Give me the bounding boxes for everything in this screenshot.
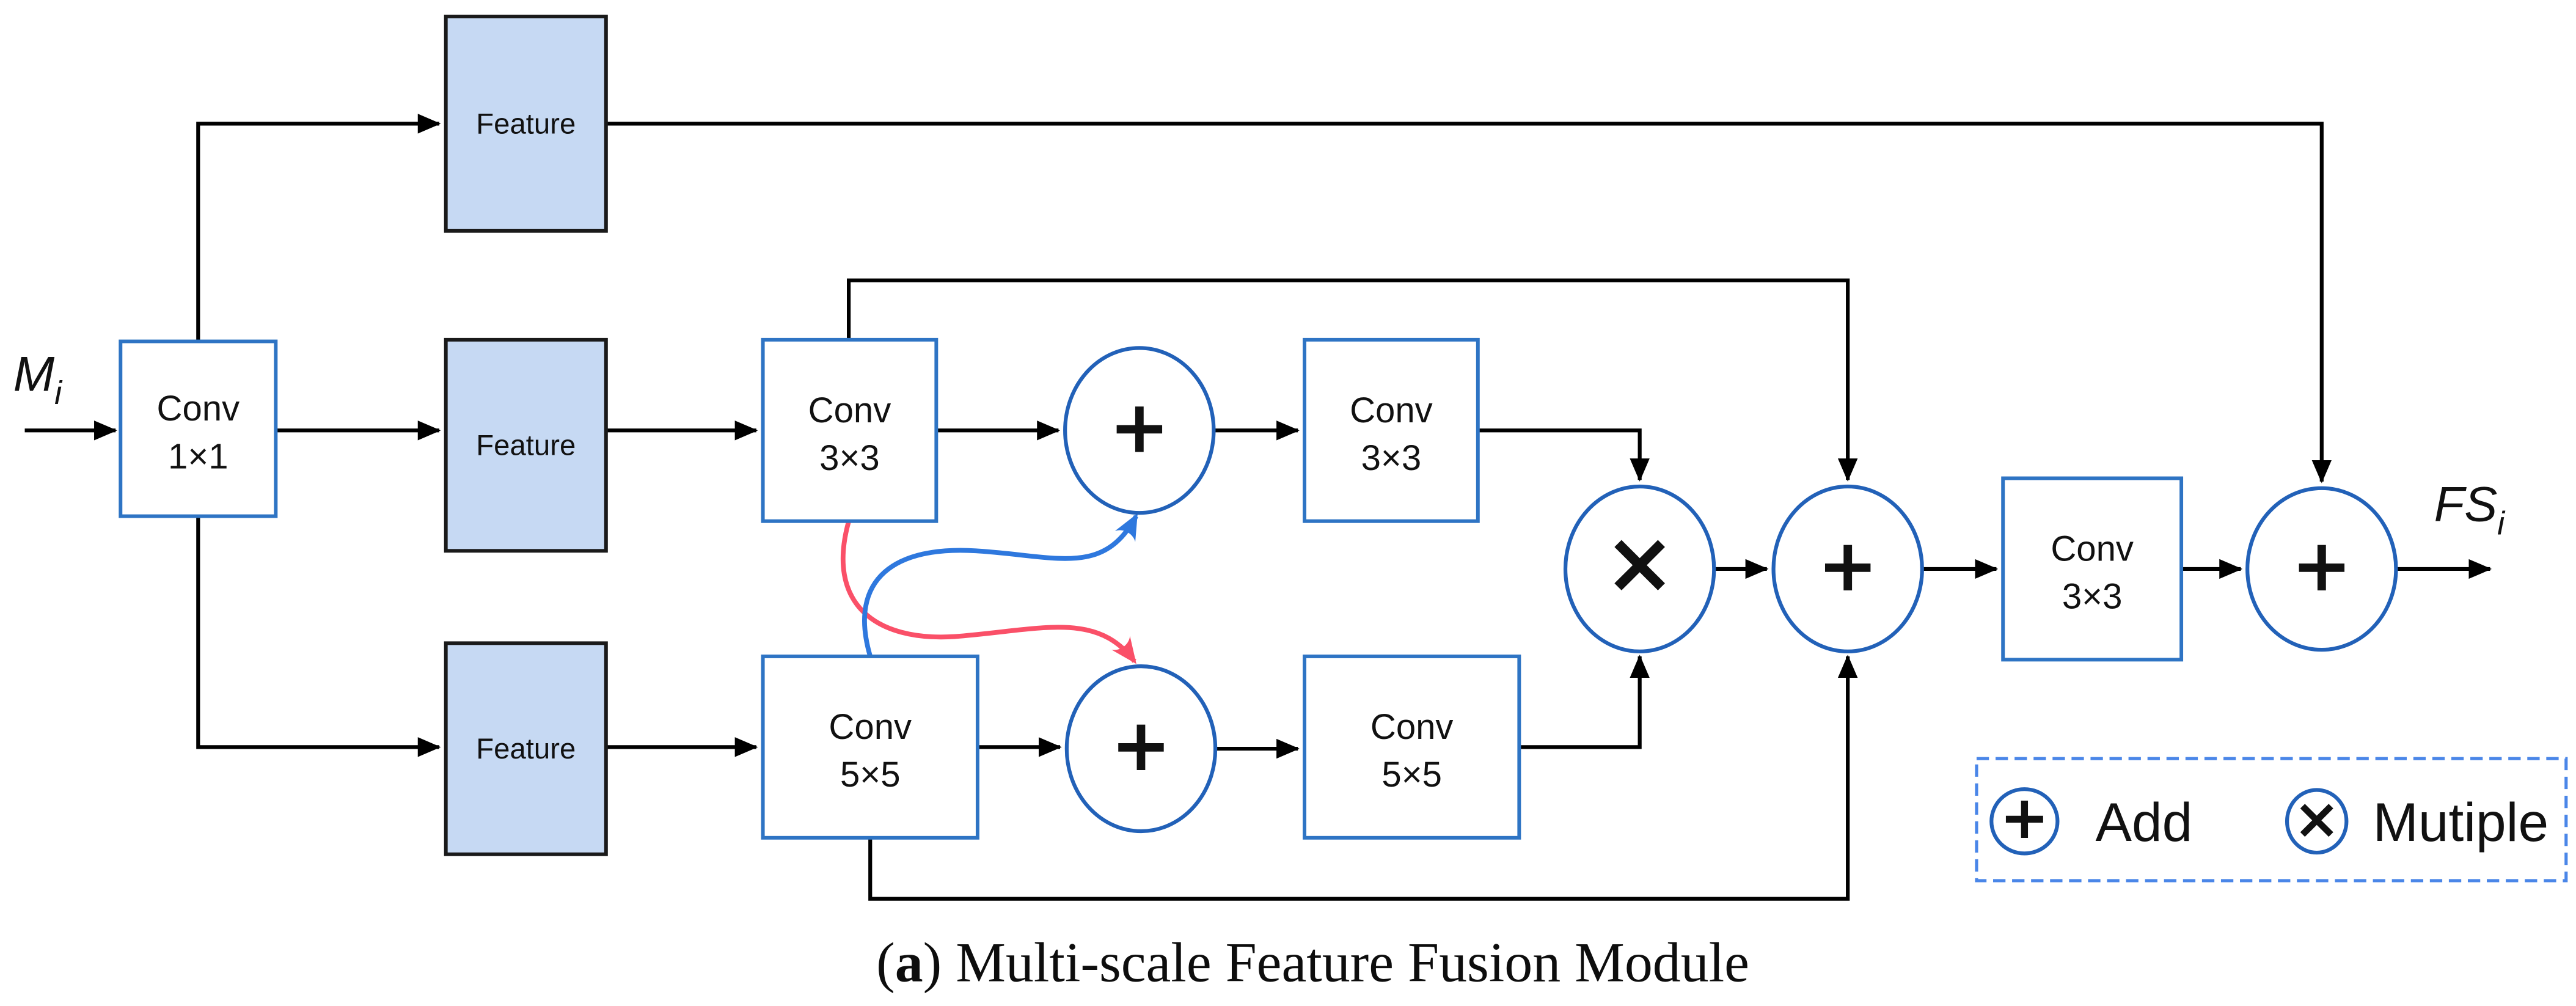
- conv-3x3-3-label-line2: 3×3: [2062, 577, 2123, 617]
- conv-3x3-3-rect: [2001, 476, 2184, 662]
- line-conv3x3-skip-to-add2: [847, 278, 1858, 482]
- feature-box-top-rect: [444, 15, 608, 233]
- conv-1x1-rect: [119, 339, 278, 518]
- line-conv1x1-to-feature-top: [196, 114, 441, 342]
- legend-border: [1975, 757, 2568, 883]
- conv-3x3-box-1: Conv 3×3: [761, 337, 939, 523]
- plus-icon: +: [1109, 385, 1170, 469]
- conv-5x5-2-label-line2: 5×5: [1381, 755, 1442, 795]
- conv-5x5-box-2: Conv 5×5: [1303, 654, 1521, 840]
- plus-icon: +: [1111, 703, 1172, 788]
- conv-5x5-1-label-line2: 5×5: [840, 755, 901, 795]
- conv-3x3-1-rect: [761, 337, 939, 523]
- feature-box-top-label: Feature: [476, 108, 576, 141]
- feature-box-mid-rect: [444, 337, 608, 553]
- legend-add-circle: [1989, 787, 2060, 856]
- conv-1x1-label-line2: 1×1: [168, 436, 229, 476]
- input-label: Mi: [13, 347, 64, 412]
- line-conv3x3b-to-multiply: [1477, 428, 1650, 482]
- legend-add-label: Add: [2096, 791, 2193, 853]
- line-conv5x5b-to-multiply: [1519, 655, 1650, 749]
- add-circle-fusion: +: [1771, 484, 1924, 653]
- caption-letter: a: [895, 931, 923, 994]
- input-label-subscript: i: [54, 375, 63, 411]
- figure-caption: (a) Multi-scale Feature Fusion Module: [876, 931, 1749, 994]
- line-conv1x1-to-feature-bottom: [196, 516, 441, 757]
- blue-cross-curve-conv5x5-to-add1: [862, 513, 1138, 658]
- input-label-main: M: [13, 347, 55, 402]
- conv-3x3-1-label-line2: 3×3: [819, 438, 880, 478]
- caption-open-paren: (: [876, 931, 895, 994]
- output-label-main: FS: [2434, 477, 2498, 532]
- conv-5x5-2-rect: [1303, 654, 1521, 840]
- feature-box-bottom: Feature: [444, 641, 608, 856]
- line-feature-top-to-final-add: [606, 122, 2332, 483]
- multiply-icon: ×: [1604, 513, 1676, 613]
- feature-box-bottom-label: Feature: [476, 733, 576, 765]
- plus-icon: +: [1817, 524, 1878, 608]
- conv-3x3-1-label-line1: Conv: [808, 391, 891, 430]
- multiply-icon: ×: [2293, 786, 2340, 851]
- add-circle-final: +: [2245, 486, 2398, 652]
- add-circle-mid: +: [1063, 346, 1216, 515]
- add-circle-bottom-shape: [1064, 664, 1218, 834]
- add-circle-bottom: +: [1064, 664, 1218, 834]
- feature-box-mid: Feature: [444, 337, 608, 553]
- conv-3x3-2-label-line1: Conv: [1350, 391, 1433, 430]
- output-label: FSi: [2434, 477, 2506, 542]
- multiply-circle: ×: [1563, 484, 1716, 653]
- conv-3x3-box-3: Conv 3×3: [2001, 476, 2184, 662]
- add-circle-final-shape: [2245, 486, 2398, 652]
- conv-5x5-1-label-line1: Conv: [829, 707, 912, 747]
- plus-icon: +: [2291, 524, 2352, 608]
- conv-3x3-2-rect: [1303, 337, 1480, 523]
- legend-multiply-circle: [2285, 788, 2349, 855]
- line-conv5x5-skip-to-add2: [868, 655, 1858, 901]
- feature-box-mid-label: Feature: [476, 430, 576, 462]
- multiply-circle-shape: [1563, 484, 1716, 653]
- conv-5x5-2-label-line1: Conv: [1370, 707, 1454, 747]
- add-circle-fusion-shape: [1771, 484, 1924, 653]
- output-label-subscript: i: [2497, 505, 2506, 542]
- conv-3x3-2-label-line2: 3×3: [1361, 438, 1422, 478]
- legend-multiply-label: Mutiple: [2373, 791, 2549, 853]
- feature-box-bottom-rect: [444, 641, 608, 856]
- red-cross-curve-conv3x3-to-add4: [840, 520, 1136, 664]
- conv-5x5-1-rect: [761, 654, 979, 840]
- conv-5x5-box-1: Conv 5×5: [761, 654, 979, 840]
- conv-3x3-3-label-line1: Conv: [2051, 529, 2134, 568]
- conv-1x1-label-line1: Conv: [156, 389, 240, 428]
- legend: + Add × Mutiple: [1975, 757, 2568, 883]
- caption-rest: ) Multi-scale Feature Fusion Module: [923, 931, 1749, 994]
- add-circle-mid-shape: [1063, 346, 1216, 515]
- feature-box-top: Feature: [444, 15, 608, 233]
- conv-3x3-box-2: Conv 3×3: [1303, 337, 1480, 523]
- plus-icon: +: [2000, 783, 2050, 852]
- conv-1x1-box: Conv 1×1: [119, 339, 278, 518]
